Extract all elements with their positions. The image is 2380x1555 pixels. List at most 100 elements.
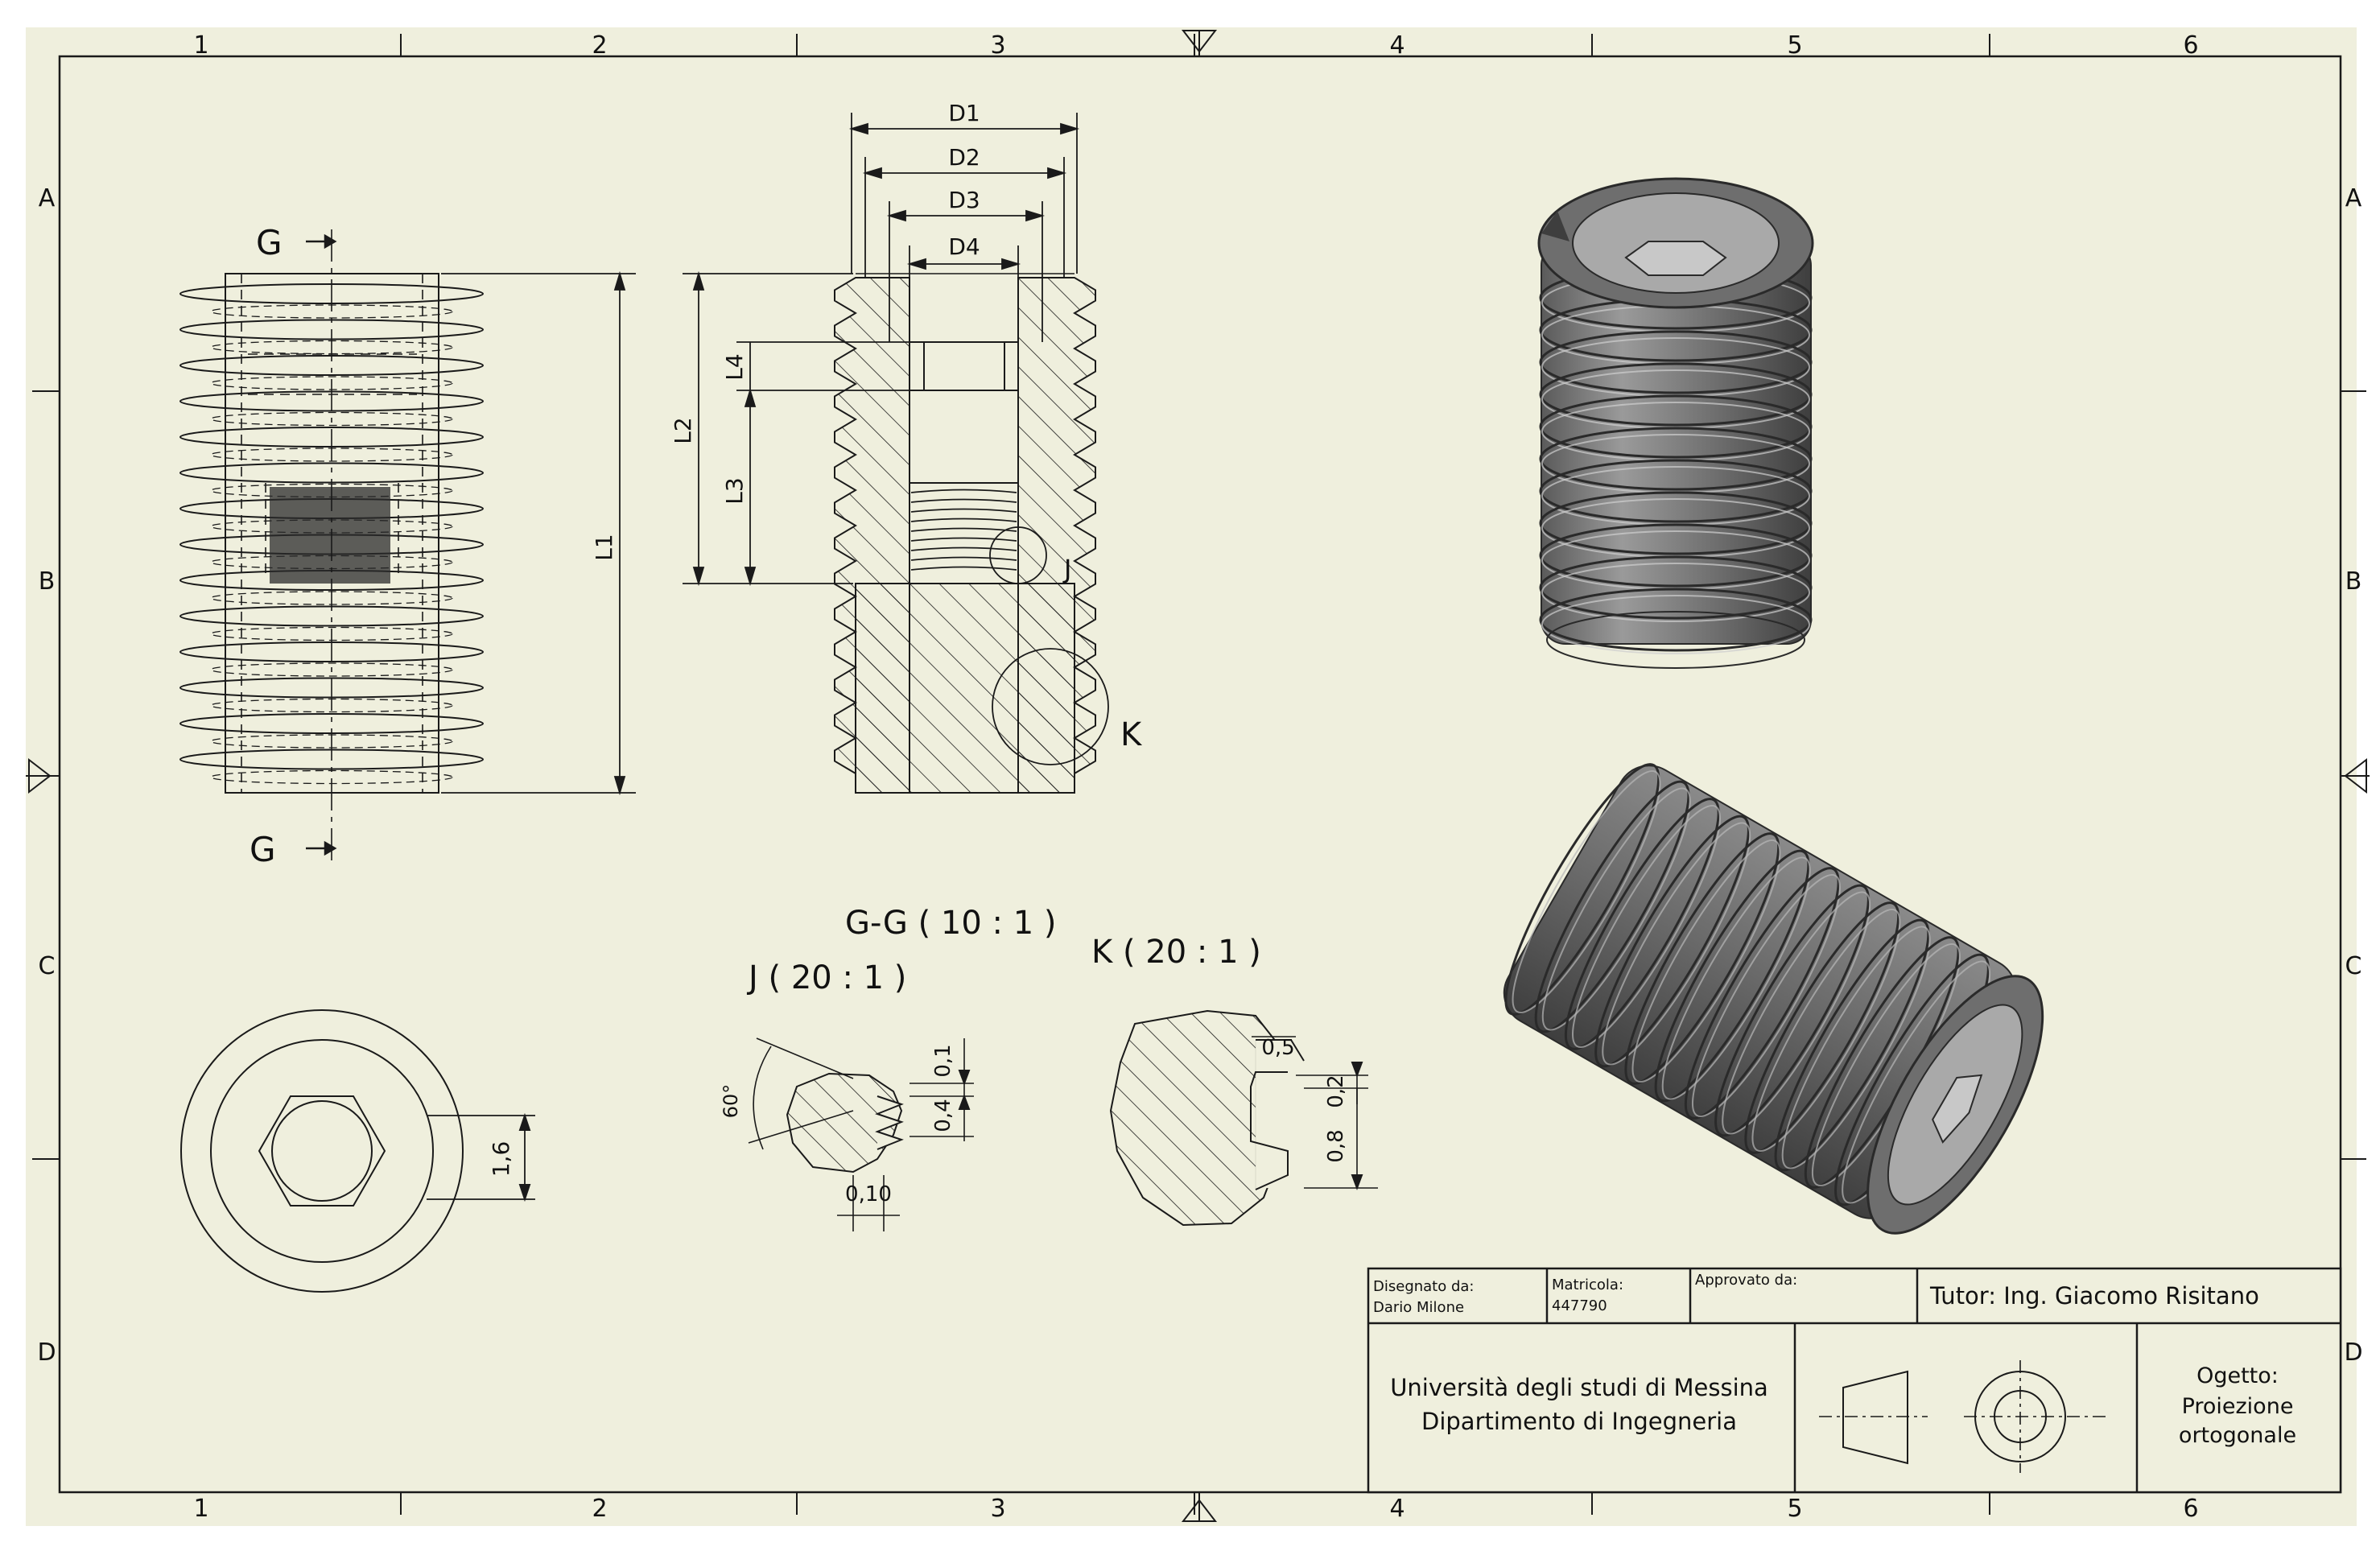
thread-ring-highlight xyxy=(1541,563,1810,622)
zone-col-6-bottom: 6 xyxy=(2183,1495,2198,1523)
inner-thread-line xyxy=(910,508,1017,513)
detail-j-angle: 60° xyxy=(720,1084,742,1119)
dim-l1-lines xyxy=(441,270,636,796)
dim-d-lines xyxy=(848,113,1080,390)
front-view xyxy=(179,229,484,861)
detail-gg-title: G-G ( 10 : 1 ) xyxy=(845,905,1057,942)
thread-ring xyxy=(1539,427,1813,491)
section-marks-g xyxy=(306,233,337,856)
section-mark-g-top: G xyxy=(256,223,283,262)
thread-ring xyxy=(1504,763,1660,1016)
centering-marks xyxy=(26,30,2370,1522)
section-view xyxy=(834,273,1109,794)
detail-j-dim-c: 0,10 xyxy=(845,1182,892,1206)
detail-k-dim-b: 0,2 xyxy=(1324,1074,1348,1107)
dim-hex-label: 1,6 xyxy=(488,1141,514,1178)
thread-ring xyxy=(1684,867,1840,1120)
university-name: Università degli studi di Messina xyxy=(1390,1374,1768,1401)
detail-j-view xyxy=(748,1037,974,1231)
section-mark-g-bottom: G xyxy=(250,830,276,869)
thread-ring xyxy=(1564,798,1720,1050)
thread-ring xyxy=(1539,459,1813,523)
zone-ticks xyxy=(32,34,2366,1515)
render-lying xyxy=(1503,763,2044,1235)
thread-ring-highlight xyxy=(1541,595,1810,654)
thread-ring xyxy=(1539,491,1813,555)
zone-col-3-top: 3 xyxy=(990,31,1005,60)
thread-ring xyxy=(1539,394,1813,459)
thread-ring xyxy=(1534,780,1690,1033)
inner-thread-line xyxy=(910,556,1017,561)
inner-thread-line xyxy=(910,489,1017,493)
zone-row-c-right: C xyxy=(2345,952,2362,980)
title-block xyxy=(1367,1267,2342,1494)
thread-ring xyxy=(1539,330,1813,394)
detail-j-mark: J xyxy=(1062,554,1071,584)
matricola-value: 447790 xyxy=(1552,1297,1607,1314)
dim-d1-label: D1 xyxy=(948,100,980,126)
detail-k-dim-a: 0,5 xyxy=(1261,1036,1294,1060)
thread-ring-highlight xyxy=(1781,926,1931,1169)
zone-row-d-left: D xyxy=(37,1338,56,1367)
drawn-by-label: Disegnato da: xyxy=(1373,1278,1475,1295)
thread-ring-highlight xyxy=(1631,839,1781,1083)
zone-col-2-top: 2 xyxy=(592,31,607,60)
zone-row-a-left: A xyxy=(39,184,56,212)
thread-ring xyxy=(1539,555,1813,620)
thread-ring-highlight xyxy=(1572,804,1721,1049)
detail-j-title: J ( 20 : 1 ) xyxy=(746,959,906,996)
thread-ring-highlight xyxy=(1541,787,1691,1031)
zone-col-3-bottom: 3 xyxy=(990,1495,1005,1523)
upright-thread-rings xyxy=(1539,266,1813,654)
detail-j-dim-a: 0,1 xyxy=(931,1044,955,1077)
inner-thread-line xyxy=(910,537,1017,542)
zone-row-c-left: C xyxy=(39,952,56,980)
bottom-view xyxy=(180,1009,535,1293)
thread-root xyxy=(210,662,453,677)
zone-col-6-top: 6 xyxy=(2183,31,2198,60)
department-name: Dipartimento di Ingegneria xyxy=(1421,1408,1737,1435)
dim-l4-label: L4 xyxy=(721,353,748,380)
detail-k-view xyxy=(1109,1009,1378,1227)
thread-ring xyxy=(1539,362,1813,427)
thread-ring-highlight xyxy=(1691,873,1841,1118)
thread-ring xyxy=(1774,918,1930,1172)
zone-row-b-left: B xyxy=(39,567,56,596)
detail-k-title: K ( 20 : 1 ) xyxy=(1091,934,1261,971)
render-upright xyxy=(1537,177,1814,669)
drawn-by-name: Dario Milone xyxy=(1373,1299,1464,1316)
dim-l-lines xyxy=(683,270,910,587)
detail-k-dim-c: 0,8 xyxy=(1324,1129,1348,1162)
zone-row-d-right: D xyxy=(2344,1338,2362,1367)
thread-ring-highlight xyxy=(1512,769,1661,1014)
thread-ring xyxy=(1539,588,1813,652)
zone-col-1-bottom: 1 xyxy=(193,1495,208,1523)
thread-ring xyxy=(1594,815,1750,1068)
zone-row-b-right: B xyxy=(2345,567,2362,596)
thread-root xyxy=(210,411,453,427)
approved-label: Approvato da: xyxy=(1695,1272,1797,1289)
detail-j-dim-b: 0,4 xyxy=(931,1099,955,1132)
dim-l2-label: L2 xyxy=(670,417,696,443)
dim-l3-label: L3 xyxy=(721,477,748,504)
thread-ring-highlight xyxy=(1602,822,1751,1066)
zone-col-4-bottom: 4 xyxy=(1389,1495,1404,1523)
detail-k-mark: K xyxy=(1120,716,1143,753)
object-line-2: ortogonale xyxy=(2179,1423,2296,1448)
thread-ring xyxy=(1744,901,1900,1154)
dim-d4-label: D4 xyxy=(948,233,980,260)
thread-ring-highlight xyxy=(1751,908,1901,1153)
projection-symbol xyxy=(1819,1360,2109,1473)
section-inner-threads xyxy=(910,489,1017,571)
dim-l1-label: L1 xyxy=(591,534,617,560)
thread-ring-highlight xyxy=(1722,891,1871,1135)
zone-col-5-bottom: 5 xyxy=(1787,1495,1802,1523)
inner-thread-line xyxy=(910,518,1017,522)
zone-col-1-top: 1 xyxy=(193,31,208,60)
thread-ring xyxy=(1654,849,1810,1103)
inner-thread-line xyxy=(910,547,1017,551)
zone-row-a-right: A xyxy=(2345,184,2362,212)
dim-d3-label: D3 xyxy=(948,187,980,213)
